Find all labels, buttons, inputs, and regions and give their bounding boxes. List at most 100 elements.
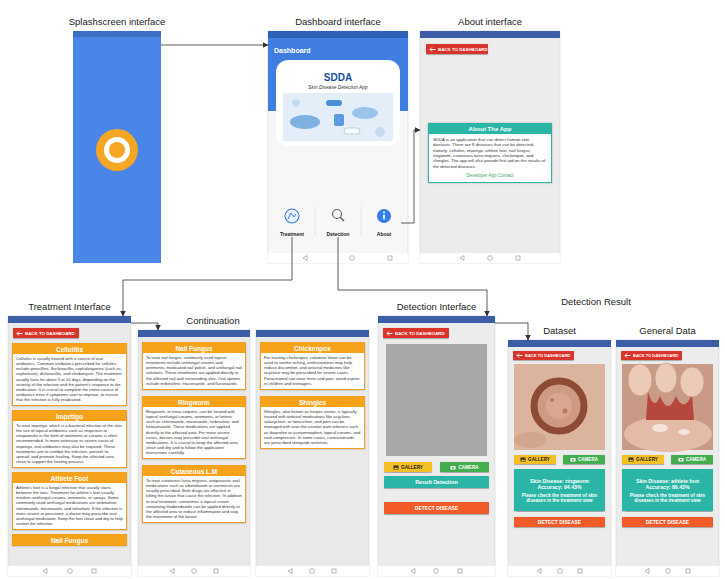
flow-arrow [123,237,292,316]
card-body: For treating chickenpox, calamine lotion… [261,353,364,389]
link-text: Developer App Contact [429,172,551,182]
button-label: GALLERY [401,465,423,470]
result-note: Please check the treatment of skin disea… [626,493,709,503]
result-box: Skin Disease: ringwormAccuracy: 94.43% Pl… [514,469,605,511]
gallery-button: GALLERY [384,462,432,472]
camera-button: CAMERA [671,455,713,464]
button-label: DETECT DISEASE [538,519,581,525]
back-button: BACK TO DASHBOARD [621,351,682,360]
card-body: To treat nail fungus, commonly used topi… [143,353,245,389]
result-text: Accuracy: 94.43% [537,484,581,490]
button-label: DETECT DISEASE [415,505,458,511]
icon-label: Detection [327,231,350,237]
flow-arrow [161,45,268,46]
screen-title: Treatment Interface [28,301,111,312]
treatment-card: Cutaneous L.MTo treat cutaneous larva mi… [142,465,246,523]
screen-title: General Data [639,325,696,336]
card-body: Athlete's foot is a fungal infection tha… [13,483,126,529]
card-heading: Chickenpox [261,343,364,353]
back-icon [16,331,23,336]
result-text: Accuracy: 86.43% [645,484,689,490]
cam-icon [678,457,684,462]
card-heading: Ringworm [143,397,245,407]
screen-title: Splashscreen interface [69,16,166,27]
card-heading: Cutaneous L.M [143,466,245,476]
section-label: Detection Result [561,296,631,307]
screen-title: Detection Interface [397,301,477,312]
flow-arrow [401,130,420,223]
button-label: CAMERA [458,465,478,470]
phone-screen: About interfaceBACK TO DASHBOARDAbout Th… [420,31,560,263]
gallery-button: GALLERY [622,455,664,464]
back-icon [516,353,523,358]
result-button: Result Detection [384,476,489,488]
phone-screen: ChickenpoxFor treating chickenpox, calam… [256,330,369,576]
back-icon [624,353,631,358]
card-heading: Impetigo [13,411,126,421]
camera-button: CAMERA [440,462,489,472]
gallery-button: GALLERY [514,455,556,464]
card-heading: About The App [429,124,551,134]
result-box: Skin Disease: athlete footAccuracy: 86.4… [622,469,713,511]
flow-arrow [131,323,158,330]
flow-arrow [338,237,487,316]
treatment-card: Nail Fungus [12,534,127,546]
screen-title: Dataset [543,325,576,336]
phone-screen: Detection InterfaceBACK TO DASHBOARDGALL… [378,316,495,576]
header-title: Dashboard [274,47,311,54]
phone-screen: DatasetBACK TO DASHBOARDGALLERYCAMERASki… [508,340,611,576]
treatment-card: CellulitisCellulitis is usually treated … [12,343,127,406]
button-label: BACK TO DASHBOARD [633,353,678,358]
detect-button: DETECT DISEASE [384,502,489,514]
menu-icon: About [367,209,401,237]
phone-screen: ContinuationNail FungusTo treat nail fun… [138,330,250,576]
back-button: BACK TO DASHBOARD [13,328,79,338]
button-label: Result Detection [415,479,458,485]
about-card: About The AppSDDA is an application that… [428,123,552,183]
result-text: Skin Disease: ringworm [530,478,589,484]
screen-title: Dashboard interface [295,16,381,27]
button-label: BACK TO DASHBOARD [525,353,570,358]
treatment-card: Athlete FootAthlete's foot is a fungal i… [12,472,127,530]
result-note: Please check the treatment of skin disea… [518,493,601,503]
card-body: Shingles, also known as herpes zoster, i… [261,407,364,448]
back-button: BACK TO DASHBOARD [513,351,574,360]
cam-icon [450,465,456,470]
phone-screen: Splashscreen interface [73,31,161,263]
button-label: DETECT DISEASE [646,519,689,525]
gal-icon [393,465,399,470]
card-body: Cellulitis is usually treated with a cou… [13,354,126,405]
screen-title: About interface [458,16,522,27]
detect-button: DETECT DISEASE [622,517,713,527]
screen-title: Continuation [186,315,239,326]
flow-arrow [495,323,528,340]
button-label: BACK TO DASHBOARD [438,47,488,52]
button-label: GALLERY [528,457,550,462]
treatment-card: ShinglesShingles, also known as herpes z… [260,396,365,449]
result-text: Skin Disease: athlete foot [636,478,699,484]
app-header: DashboardSDDASkin Disease Detection App [268,38,408,148]
back-button: BACK TO DASHBOARD [383,328,449,338]
treatment-card: Nail FungusTo treat nail fungus, commonl… [142,342,246,390]
menu-icon: Treatment [275,209,309,237]
button-label: BACK TO DASHBOARD [395,331,445,336]
button-label: BACK TO DASHBOARD [25,331,75,336]
button-label: CAMERA [686,457,706,462]
card-body: To treat cutaneous larva migrans, antipa… [143,476,245,522]
card-heading: Athlete Foot [13,473,126,483]
card-body: To treat impetigo, which is a bacterial … [13,421,126,467]
app-subtitle: Skin Disease Detection App [268,85,408,90]
card-heading: Nail Fungus [143,343,245,353]
back-button: BACK TO DASHBOARD [426,44,488,54]
treatment-card: RingwormRingworm, or tinea corporis, can… [142,396,246,459]
phone-screen: General DataBACK TO DASHBOARDGALLERYCAME… [616,340,719,576]
treatment-card: ChickenpoxFor treating chickenpox, calam… [260,342,365,390]
detect-button: DETECT DISEASE [514,517,605,527]
card-heading: Shingles [261,397,364,407]
phone-screen: Dashboard interfaceDashboardSDDASkin Dis… [268,31,408,263]
card-heading: Nail Fungus [13,535,126,545]
gal-icon [520,457,526,462]
card-body: Ringworm, or tinea corporis, can be trea… [143,407,245,458]
camera-button: CAMERA [563,455,605,464]
button-label: CAMERA [578,457,598,462]
